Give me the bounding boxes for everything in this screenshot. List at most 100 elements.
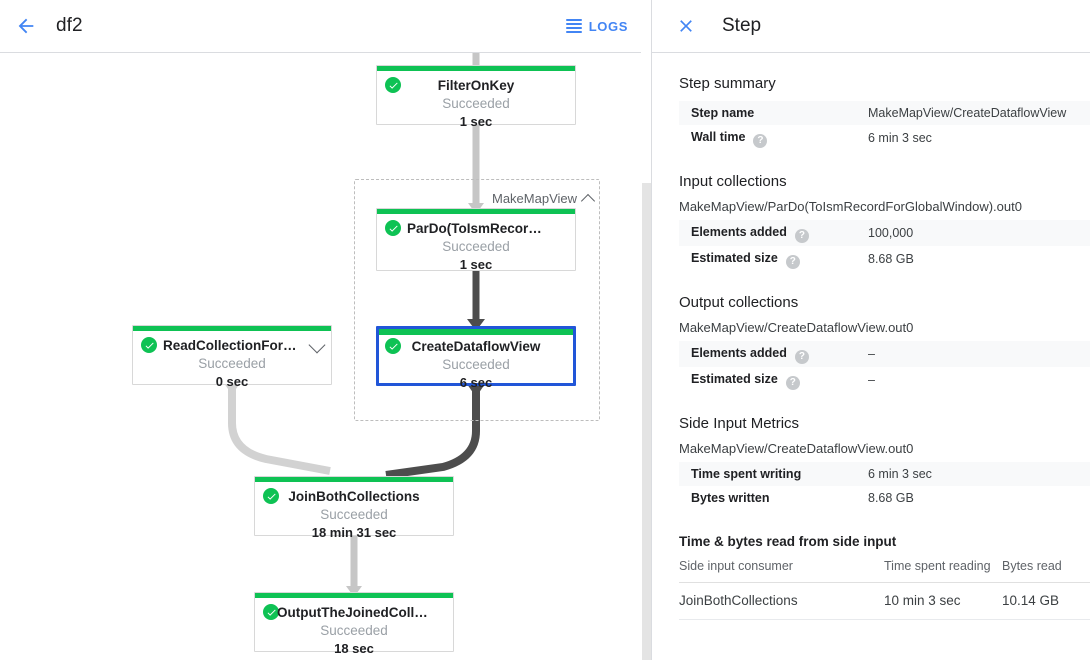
edge-readcollection-to-join [228,385,331,475]
table-row: Wall time? 6 min 3 sec [679,125,1090,151]
check-circle-icon [385,77,401,93]
graph-scrollbar-thumb[interactable] [642,183,651,660]
row-key: Estimated size? [679,246,856,272]
group-makemapview[interactable] [354,179,600,421]
graph-node-read-collection-for-join[interactable]: ReadCollectionForJoin Succeeded 0 sec [132,325,332,389]
job-graph-pane: df2 LOGS [0,0,652,660]
row-value: 100,000 [856,220,1090,246]
node-status: Succeeded [442,239,510,254]
row-key: Bytes written [691,491,770,505]
check-circle-icon [263,488,279,504]
row-key-label: Elements added [691,346,787,360]
node-status: Succeeded [320,507,388,522]
back-button[interactable] [6,6,46,46]
row-key-label: Elements added [691,225,787,239]
row-key-label: Estimated size [691,372,778,386]
logs-button-label: LOGS [588,18,628,34]
node-time: 1 sec [459,114,493,129]
side-input-metrics-heading: Side Input Metrics [679,415,800,432]
node-status-bar [255,593,453,598]
node-title: CreateDataflowView [411,339,541,354]
cell-consumer: JoinBothCollections [679,582,884,620]
edge-arrow-createview-to-join [467,384,485,397]
node-time: 0 sec [215,374,249,389]
output-collections-heading: Output collections [679,294,799,311]
graph-node-output-the-joined[interactable]: OutputTheJoinedCollec… Succeeded 18 sec [254,592,454,656]
table-row: Elements added? 100,000 [679,220,1090,246]
check-circle-icon [385,220,401,236]
logs-button[interactable]: LOGS [554,13,640,40]
table-row: Time spent writing 6 min 3 sec [679,462,1090,486]
help-icon[interactable]: ? [794,229,809,243]
node-body: JoinBothCollections Succeeded 18 min 31 … [255,477,453,542]
row-value: – [868,373,875,387]
node-status-bar [377,209,575,214]
column-header-time-spent-reading[interactable]: Time spent reading [884,555,1002,583]
row-value: 8.68 GB [868,491,914,505]
group-label-text: MakeMapView [492,191,578,206]
help-icon[interactable]: ? [753,134,768,148]
graph-node-pardo-toism[interactable]: ParDo(ToIsmRecordFor…) Succeeded 1 sec [376,208,576,272]
close-button[interactable] [666,6,706,46]
graph-canvas[interactable]: MakeMapView FilterOnKey Succeeded 1 sec [0,53,652,660]
row-value: MakeMapView/CreateDataflowView [856,101,1090,125]
edge-createview-to-join [385,386,480,479]
graph-node-create-dataflow-view[interactable]: CreateDataflowView Succeeded 6 sec [376,326,576,390]
graph-scrollbar-track[interactable] [641,0,652,660]
column-header-bytes-read[interactable]: Bytes read [1002,555,1090,583]
side-input-metrics-name: MakeMapView/CreateDataflowView.out0 [679,441,914,456]
row-key: Estimated size? [679,367,856,393]
step-details-body: Step summary Step name MakeMapView/Creat… [652,75,1090,620]
row-value: 8.68 GB [868,252,914,266]
node-title: ReadCollectionForJoin [163,338,311,353]
table-row: Estimated size? – [679,367,1090,393]
check-circle-icon [141,337,157,353]
edge-arrow-join-to-output [346,586,362,597]
row-key: Wall time? [679,125,856,151]
node-time: 18 sec [334,641,374,656]
table-row: Estimated size? 8.68 GB [679,246,1090,272]
row-value: – [856,341,1090,367]
group-makemapview-label[interactable]: MakeMapView [492,191,596,208]
page-title: df2 [56,15,83,36]
node-body: FilterOnKey Succeeded 1 sec [377,66,575,131]
node-time: 6 sec [459,375,493,390]
close-icon [680,20,692,32]
node-body: ReadCollectionForJoin Succeeded 0 sec [133,326,331,391]
node-title: OutputTheJoinedCollec… [277,605,443,620]
graph-node-filter-on-key[interactable]: FilterOnKey Succeeded 1 sec [376,65,576,129]
step-details-title: Step [722,15,762,36]
node-status: Succeeded [320,623,388,638]
row-key: Time spent writing [679,462,856,486]
column-header-consumer[interactable]: Side input consumer [679,555,884,583]
edge-arrow-pardo-to-createview [467,319,485,331]
help-icon[interactable]: ? [785,255,800,269]
output-collections-table: Elements added? – Estimated size? – [679,341,1090,393]
table-row: Step name MakeMapView/CreateDataflowView [679,101,1090,125]
row-key: Elements added? [679,220,856,246]
input-collections-heading: Input collections [679,173,787,190]
cell-bytes-read: 10.14 GB [1002,582,1090,620]
table-row: Bytes written 8.68 GB [679,486,1090,510]
row-key-label: Step name [691,106,755,120]
help-icon[interactable]: ? [794,350,809,364]
row-value: 6 min 3 sec [868,131,932,145]
cell-time-spent-reading: 10 min 3 sec [884,582,1002,620]
step-summary-heading: Step summary [679,75,776,92]
edge-arrow-readcollection-to-join [224,383,240,395]
arrow-back-icon [18,18,34,34]
chevron-up-icon[interactable] [580,193,596,208]
step-details-pane: Step Step summary Step name MakeMapView/… [652,0,1090,660]
help-icon[interactable]: ? [785,376,800,390]
graph-node-join-both-collections[interactable]: JoinBothCollections Succeeded 18 min 31 … [254,476,454,540]
node-body: OutputTheJoinedCollec… Succeeded 18 sec [255,593,453,658]
table-header-row: Side input consumer Time spent reading B… [679,555,1090,583]
node-title: FilterOnKey [437,78,515,93]
node-time: 1 sec [459,257,493,272]
node-status-bar [255,477,453,482]
input-collections-table: Elements added? 100,000 Estimated size? … [679,220,1090,272]
table-row: JoinBothCollections 10 min 3 sec 10.14 G… [679,582,1090,620]
check-circle-icon [263,604,279,620]
node-status: Succeeded [442,96,510,111]
node-time: 18 min 31 sec [311,525,397,540]
